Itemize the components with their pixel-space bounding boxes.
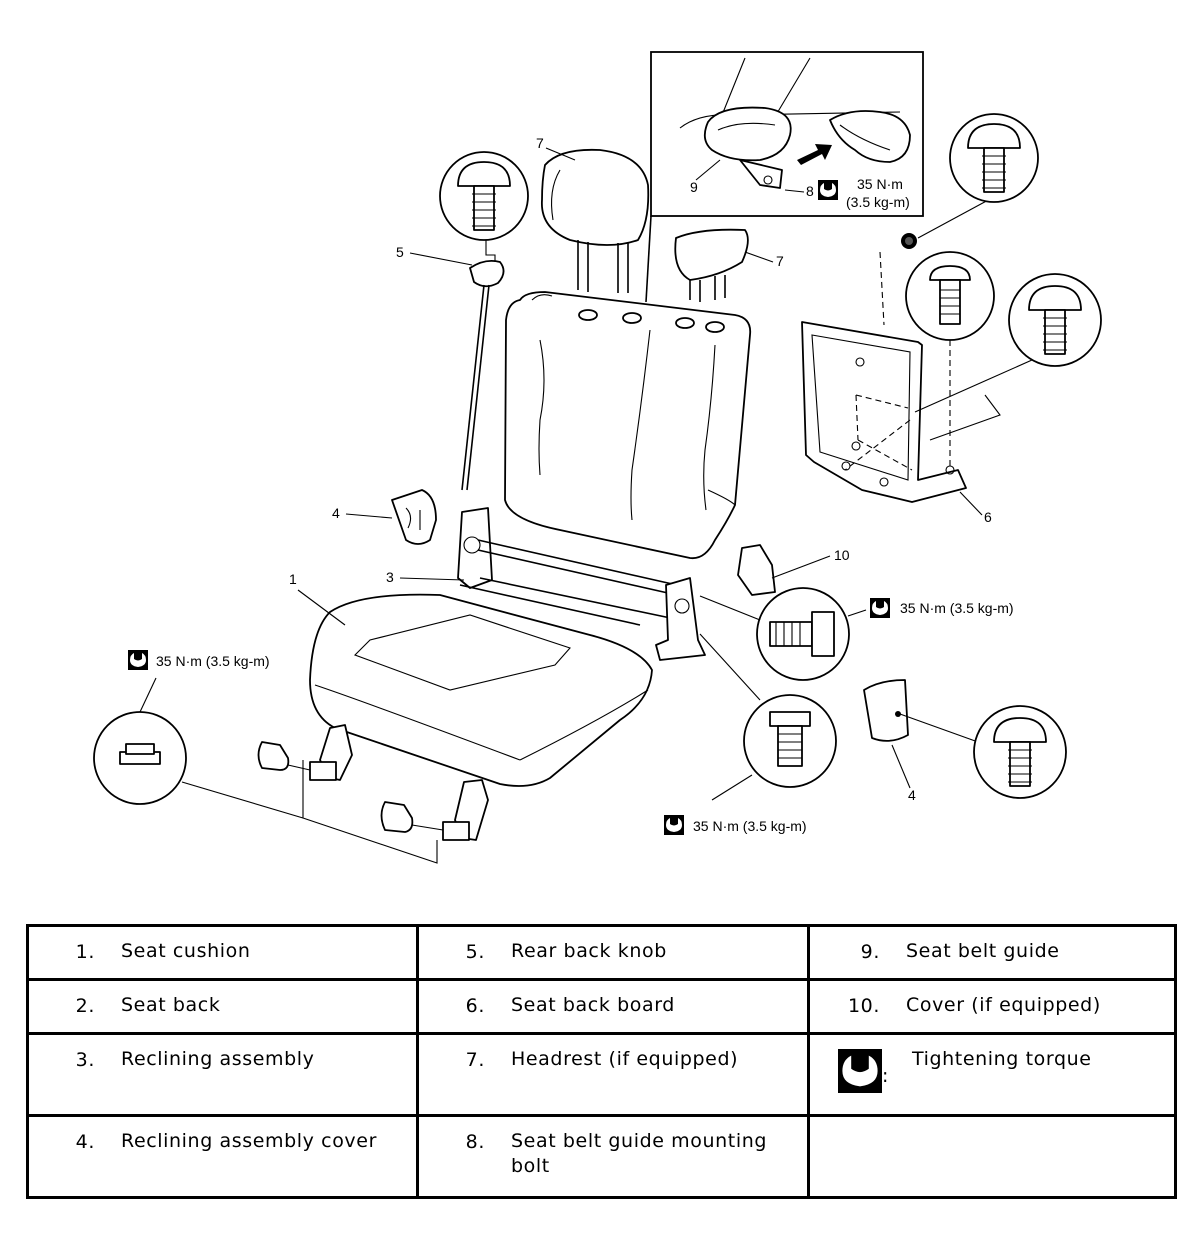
legend-number: 8. (465, 1131, 485, 1153)
legend-cell: 5. Rear back knob (416, 924, 810, 981)
legend-cell: 10. Cover (if equipped) (807, 978, 1177, 1035)
legend-cell: 3. Reclining assembly (26, 1032, 419, 1117)
legend-number: 10. (847, 995, 880, 1017)
bolt-detail-top: 35 N·m (3.5 kg-m) (699, 587, 1014, 681)
svg-text:35 N·m (3.5 kg-m): 35 N·m (3.5 kg-m) (693, 818, 807, 834)
legend-number: 1. (75, 941, 95, 963)
legend-cell: 6. Seat back board (416, 978, 810, 1035)
svg-text:1: 1 (289, 571, 297, 587)
legend-label: Seat back (121, 994, 221, 1016)
legend-label: Seat cushion (121, 940, 251, 962)
bolt-detail-bottom: 35 N·m (3.5 kg-m) (664, 633, 837, 835)
svg-text:9: 9 (690, 179, 698, 195)
svg-text:4: 4 (332, 505, 340, 521)
seat-belt-guide-inset: 9 8 35 N·m (3.5 kg-m) (645, 51, 924, 303)
legend-label: Seat belt guide (906, 940, 1060, 962)
seat-back-board: 6 (801, 113, 1102, 525)
svg-text:7: 7 (776, 253, 784, 269)
svg-text:7: 7 (536, 135, 544, 151)
legend-cell: : Tightening torque (807, 1032, 1177, 1117)
svg-text:5: 5 (396, 244, 404, 260)
legend-label: Rear back knob (511, 940, 667, 962)
legend-number: 9. (860, 941, 880, 963)
headrest-small (674, 228, 749, 302)
seat-cushion: 1 (257, 571, 653, 864)
reclining-assembly: 3 (386, 507, 706, 661)
legend-label: Reclining assembly cover (121, 1130, 377, 1152)
inset-torque-alt: (3.5 kg-m) (846, 194, 910, 210)
legend-label: Headrest (if equipped) (511, 1048, 739, 1070)
legend-number: 3. (75, 1049, 95, 1071)
legend-label: Cover (if equipped) (906, 994, 1101, 1016)
wrench-icon (838, 1049, 882, 1093)
cover-10: 10 (737, 544, 850, 596)
svg-text:6: 6 (984, 509, 992, 525)
legend-number: 6. (465, 995, 485, 1017)
reclining-cover-left: 4 (332, 489, 437, 545)
legend-table: 1. Seat cushion 5. Rear back knob 9. Seat b… (26, 924, 1177, 1199)
legend-number: 5. (465, 941, 485, 963)
svg-text:3: 3 (386, 569, 394, 585)
legend-label: Tightening torque (912, 1048, 1092, 1070)
svg-text:35 N·m (3.5 kg-m): 35 N·m (3.5 kg-m) (900, 600, 1014, 616)
nut-detail: 35 N·m (3.5 kg-m) (93, 650, 304, 819)
legend-label: Seat back board (511, 994, 675, 1016)
legend-label: Seat belt guide mounting bolt (511, 1130, 768, 1177)
svg-text:8: 8 (806, 183, 814, 199)
legend-colon: : (882, 1065, 890, 1087)
headrest-large (541, 148, 650, 293)
inset-torque-value: 35 N·m (857, 176, 903, 192)
svg-text:35 N·m (3.5 kg-m): 35 N·m (3.5 kg-m) (156, 653, 270, 669)
legend-label: Reclining assembly (121, 1048, 315, 1070)
legend-cell: 8. Seat belt guide mounting bolt (416, 1114, 810, 1199)
legend-cell: 9. Seat belt guide (807, 924, 1177, 981)
legend-number: 7. (465, 1049, 485, 1071)
svg-text:10: 10 (834, 547, 850, 563)
rear-back-knob: 5 (396, 151, 529, 491)
svg-text:4: 4 (908, 787, 916, 803)
legend-cell: 7. Headrest (if equipped) (416, 1032, 810, 1117)
seat-exploded-diagram: 9 8 35 N·m (3.5 kg-m) 5 7 7 4 3 (93, 51, 1102, 864)
legend-number: 4. (75, 1131, 95, 1153)
legend-cell: 4. Reclining assembly cover (26, 1114, 419, 1199)
legend-cell: 2. Seat back (26, 978, 419, 1035)
reclining-cover-right: 4 (863, 679, 1067, 803)
legend-cell: 1. Seat cushion (26, 924, 419, 981)
legend-number: 2. (75, 995, 95, 1017)
legend-cell-empty (807, 1114, 1177, 1199)
seat-back (504, 291, 752, 560)
